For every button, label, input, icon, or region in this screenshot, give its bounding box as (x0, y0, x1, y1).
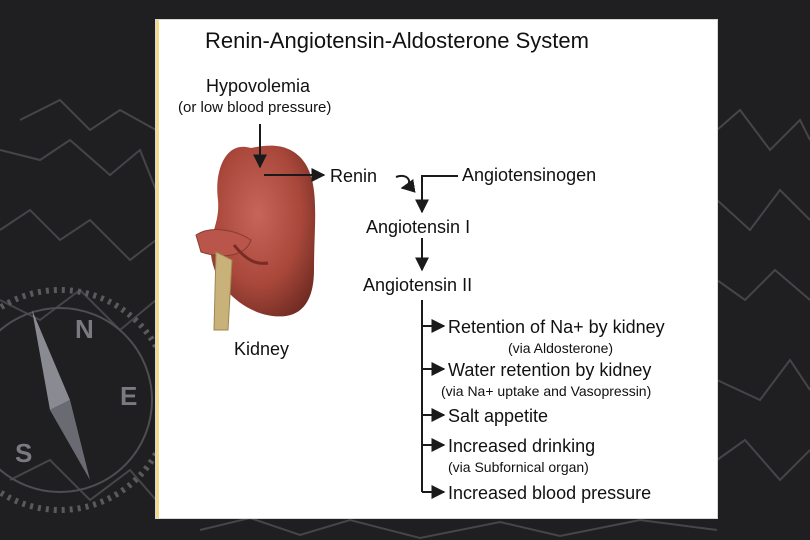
arrow-angiotensinogen-to-ang1 (415, 175, 458, 214)
stimulus-sublabel: (or low blood pressure) (178, 99, 332, 116)
svg-text:S: S (15, 438, 32, 468)
effect-note: (via Subfornical organ) (448, 459, 589, 475)
effect-label: Increased blood pressure (448, 483, 652, 503)
svg-text:N: N (75, 314, 94, 344)
angiotensin-1-label: Angiotensin I (366, 217, 471, 237)
svg-text:E: E (120, 381, 137, 411)
effect-arrows (422, 319, 446, 499)
effect-label: Salt appetite (448, 406, 549, 426)
diagram-title: Renin-Angiotensin-Aldosterone System (205, 28, 589, 53)
angiotensinogen-label: Angiotensinogen (462, 165, 597, 185)
renin-action-arrow (395, 174, 416, 193)
kidney-illustration (195, 145, 316, 331)
effect-note: (via Aldosterone) (508, 340, 614, 356)
diagram-graphics (195, 124, 458, 499)
effect-label: Increased drinking (448, 436, 596, 456)
renin-label: Renin (330, 166, 378, 186)
panel-edge (156, 20, 159, 518)
effect-label: Retention of Na+ by kidney (448, 317, 665, 337)
effect-label: Water retention by kidney (448, 360, 652, 380)
diagram-panel: Renin-Angiotensin-Aldosterone System Hyp… (156, 20, 717, 518)
stimulus-label: Hypovolemia (206, 76, 311, 96)
angiotensin-2-label: Angiotensin II (363, 275, 473, 295)
effect-note: (via Na+ uptake and Vasopressin) (441, 383, 652, 399)
compass-rose-icon: N E S (0, 287, 173, 513)
kidney-label: Kidney (234, 339, 290, 359)
